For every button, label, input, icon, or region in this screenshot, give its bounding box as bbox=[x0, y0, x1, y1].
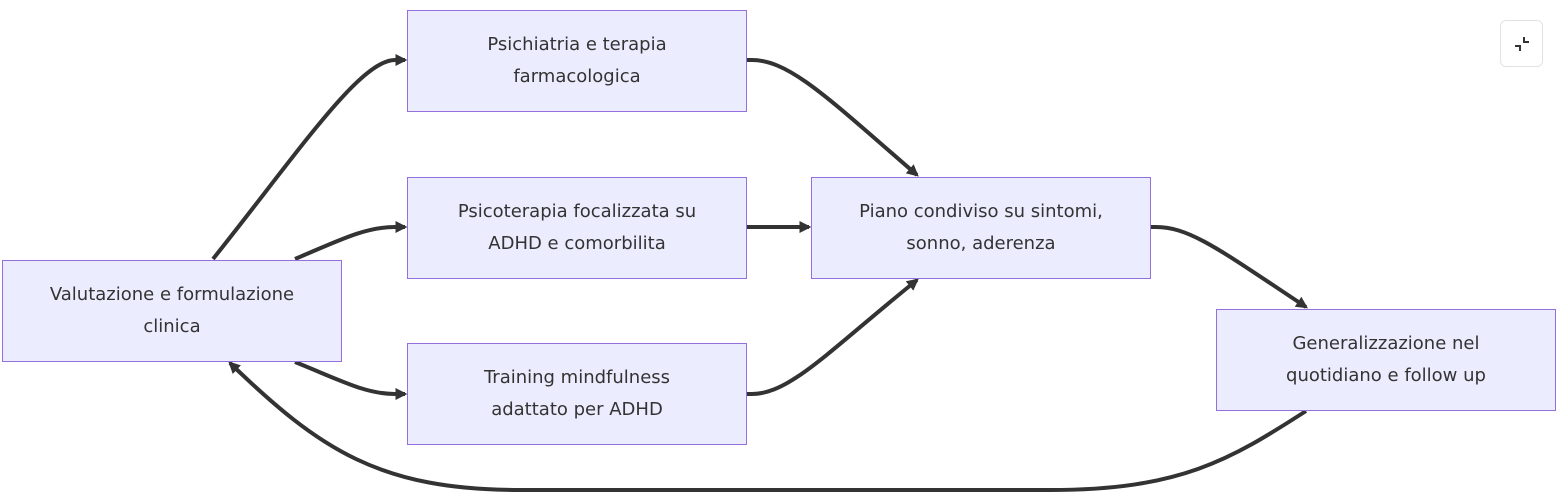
node-label-line: quotidiano e follow up bbox=[1286, 365, 1486, 386]
node-label-line: ADHD e comorbilita bbox=[488, 233, 666, 254]
node-label-line: Generalizzazione nel bbox=[1292, 333, 1480, 354]
node-label: Psicoterapia focalizzata su ADHD e comor… bbox=[438, 196, 716, 260]
edge-valutazione-to-psichiatria bbox=[211, 54, 408, 261]
node-label: Generalizzazione nel quotidiano e follow… bbox=[1247, 328, 1525, 392]
edge-valutazione-to-psicoterapia bbox=[294, 221, 408, 261]
collapse-icon bbox=[1514, 36, 1529, 51]
edge-piano-to-generalizzazione bbox=[1151, 225, 1309, 309]
node-generalizzazione[interactable]: Generalizzazione nel quotidiano e follow… bbox=[1216, 309, 1556, 411]
node-label: Piano condiviso su sintomi, sonno, adere… bbox=[842, 196, 1120, 260]
node-label: Valutazione e formulazione clinica bbox=[33, 279, 311, 343]
edge-generalizzazione-to-valutazione bbox=[228, 361, 1308, 492]
edge-psichiatria-to-piano bbox=[747, 58, 919, 177]
node-label-line: adattato per ADHD bbox=[491, 399, 663, 420]
node-psichiatria[interactable]: Psichiatria e terapia farmacologica bbox=[407, 10, 747, 112]
node-label-line: Psichiatria e terapia bbox=[487, 34, 667, 55]
node-label-line: Piano condiviso su sintomi, bbox=[859, 201, 1103, 222]
node-label-line: Training mindfulness bbox=[483, 367, 671, 388]
edge-training-to-piano bbox=[747, 278, 919, 396]
node-label-line: Valutazione e formulazione bbox=[49, 284, 295, 305]
node-psicoterapia[interactable]: Psicoterapia focalizzata su ADHD e comor… bbox=[407, 177, 747, 279]
node-label-line: farmacologica bbox=[513, 66, 641, 87]
node-valutazione[interactable]: Valutazione e formulazione clinica bbox=[2, 260, 342, 362]
edge-valutazione-to-training bbox=[294, 360, 408, 400]
node-piano[interactable]: Piano condiviso su sintomi, sonno, adere… bbox=[811, 177, 1151, 279]
node-label-line: Psicoterapia focalizzata su bbox=[457, 201, 697, 222]
node-label-line: clinica bbox=[143, 316, 201, 337]
node-label: Psichiatria e terapia farmacologica bbox=[438, 29, 716, 93]
node-training[interactable]: Training mindfulness adattato per ADHD bbox=[407, 343, 747, 445]
node-label-line: sonno, aderenza bbox=[906, 233, 1056, 254]
collapse-button[interactable] bbox=[1500, 20, 1543, 67]
node-label: Training mindfulness adattato per ADHD bbox=[438, 362, 716, 426]
